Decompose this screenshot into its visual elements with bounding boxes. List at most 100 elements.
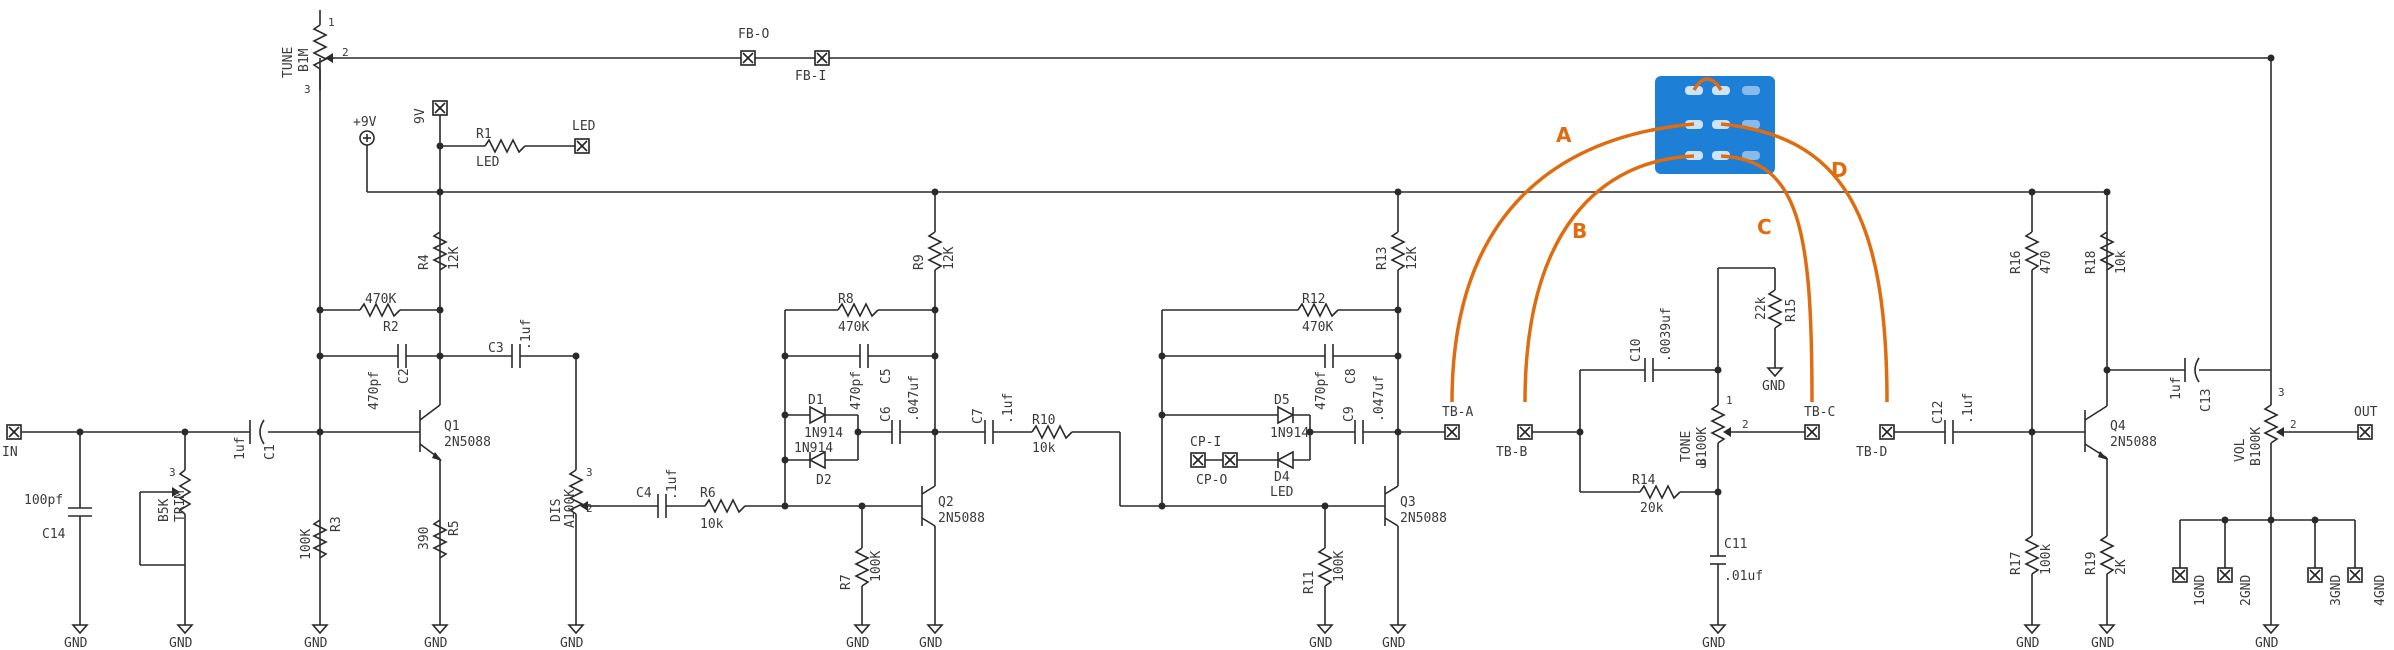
r10-ref: R10 bbox=[1032, 413, 1055, 428]
vol-val: B100K bbox=[2249, 427, 2264, 466]
ground-icon bbox=[567, 624, 585, 635]
junction-dot bbox=[2267, 54, 2275, 62]
pad-terminal[interactable] bbox=[574, 138, 590, 154]
tone-val: B100K bbox=[1695, 427, 1710, 466]
pad-terminal[interactable] bbox=[2172, 567, 2188, 583]
dis-pin-3: 3 bbox=[586, 466, 593, 479]
ground-icon bbox=[1709, 624, 1727, 635]
output-stage bbox=[1887, 192, 2365, 625]
r14-ref: R14 bbox=[1632, 473, 1656, 488]
tune-pin-2: 2 bbox=[342, 46, 349, 59]
pad-terminal[interactable] bbox=[1879, 424, 1895, 440]
r6-val: 10k bbox=[700, 517, 724, 532]
c2-ref: C2 bbox=[397, 368, 412, 384]
c1-val: 1uf bbox=[233, 437, 248, 460]
stage-3 bbox=[1161, 192, 1452, 625]
pad-terminal[interactable] bbox=[1804, 424, 1820, 440]
gnd-label: GND bbox=[1702, 636, 1726, 650]
r13-ref: R13 bbox=[1375, 247, 1390, 270]
d4-val: LED bbox=[1270, 485, 1294, 500]
c6-val: .047uf bbox=[907, 375, 922, 422]
dis-ref: DIS bbox=[549, 499, 564, 522]
junction-dot bbox=[1394, 352, 1402, 360]
r9-ref: R9 bbox=[912, 254, 927, 270]
junction-dot bbox=[316, 306, 324, 314]
junction-dot bbox=[931, 188, 939, 196]
c5-val: 470pf bbox=[849, 371, 864, 410]
junction-dot bbox=[2028, 428, 2036, 436]
junction-dot bbox=[858, 502, 866, 510]
tune-top-ref: TUNE bbox=[281, 47, 296, 78]
pad-out-label: OUT bbox=[2354, 405, 2378, 420]
pad-4gnd-label: 4GND bbox=[2373, 575, 2388, 606]
pads[interactable] bbox=[6, 50, 2373, 583]
jumper-arcs bbox=[1450, 122, 1889, 403]
r7-ref: R7 bbox=[839, 574, 854, 590]
rails bbox=[335, 57, 2272, 380]
r3-ref: R3 bbox=[329, 516, 344, 532]
gnd-label: GND bbox=[846, 636, 870, 650]
pad-terminal[interactable] bbox=[1444, 424, 1460, 440]
ground-icon bbox=[926, 624, 944, 635]
c12-val: .1uf bbox=[1961, 393, 1976, 424]
d2-ref: D2 bbox=[816, 473, 832, 488]
pad-fbi-label: FB-I bbox=[795, 69, 826, 84]
junction-dot bbox=[436, 306, 444, 314]
junction-dot bbox=[2311, 516, 2319, 524]
q4-ref: Q4 bbox=[2110, 419, 2126, 434]
ground-icon bbox=[1389, 624, 1407, 635]
r17-val: 100k bbox=[2039, 544, 2054, 575]
c4-val: .1uf bbox=[665, 469, 680, 500]
r1-ref: R1 bbox=[476, 127, 492, 142]
r8-val: 470K bbox=[838, 320, 869, 335]
junction-dot bbox=[2103, 366, 2111, 374]
c6-ref: C6 bbox=[879, 406, 894, 422]
ground-icon bbox=[1766, 367, 1784, 378]
pad-terminal[interactable] bbox=[2357, 424, 2373, 440]
r19-val: 2K bbox=[2114, 559, 2129, 575]
c7-ref: C7 bbox=[971, 408, 986, 424]
pad-terminal[interactable] bbox=[814, 50, 830, 66]
pad-tbc-label: TB-C bbox=[1804, 405, 1835, 420]
junction-dot bbox=[2028, 188, 2036, 196]
pad-terminal[interactable] bbox=[2307, 567, 2323, 583]
r4-val: 12K bbox=[447, 246, 462, 270]
vol-pin-3: 3 bbox=[2278, 386, 2285, 399]
pad-2gnd-label: 2GND bbox=[2239, 575, 2254, 606]
junction-dot bbox=[1576, 428, 1584, 436]
junction-dot bbox=[2103, 188, 2111, 196]
junction-dot bbox=[1158, 352, 1166, 360]
junction-dot bbox=[2221, 516, 2229, 524]
gnd-label: GND bbox=[2016, 636, 2040, 650]
pad-cpo-label: CP-O bbox=[1196, 473, 1227, 488]
pad-terminal[interactable] bbox=[740, 50, 756, 66]
pad-terminal[interactable] bbox=[1222, 452, 1238, 468]
r12-ref: R12 bbox=[1302, 292, 1325, 307]
trim-val: TRIM bbox=[173, 491, 188, 522]
pad-terminal[interactable] bbox=[1517, 424, 1533, 440]
c14-val: 100pf bbox=[24, 493, 63, 508]
c9-ref: C9 bbox=[1342, 406, 1357, 422]
junction-dot bbox=[1714, 366, 1722, 374]
pad-terminal[interactable] bbox=[2217, 567, 2233, 583]
c13-ref: C13 bbox=[2199, 389, 2214, 412]
pad-terminal[interactable] bbox=[2347, 567, 2363, 583]
pad-terminal[interactable] bbox=[432, 100, 448, 116]
pad-terminal[interactable] bbox=[6, 424, 22, 440]
arc-label-d: D bbox=[1831, 158, 1848, 182]
r9-val: 12K bbox=[942, 246, 957, 270]
supply-label: +9V bbox=[353, 115, 377, 130]
gnd-label: GND bbox=[2091, 636, 2115, 650]
gnd-label: GND bbox=[1382, 636, 1406, 650]
junction-dot bbox=[572, 352, 580, 360]
tune-pin-3: 3 bbox=[304, 83, 311, 96]
vol-pin-2: 2 bbox=[2290, 418, 2297, 431]
d5-ref: D5 bbox=[1274, 393, 1290, 408]
pad-in-label: IN bbox=[2, 445, 18, 460]
pad-terminal[interactable] bbox=[1190, 452, 1206, 468]
ground-icon bbox=[2098, 624, 2116, 635]
r16-ref: R16 bbox=[2009, 251, 2024, 274]
junction-dot bbox=[316, 428, 324, 436]
q3-val: 2N5088 bbox=[1400, 511, 1447, 526]
pad-tbb-label: TB-B bbox=[1496, 445, 1527, 460]
